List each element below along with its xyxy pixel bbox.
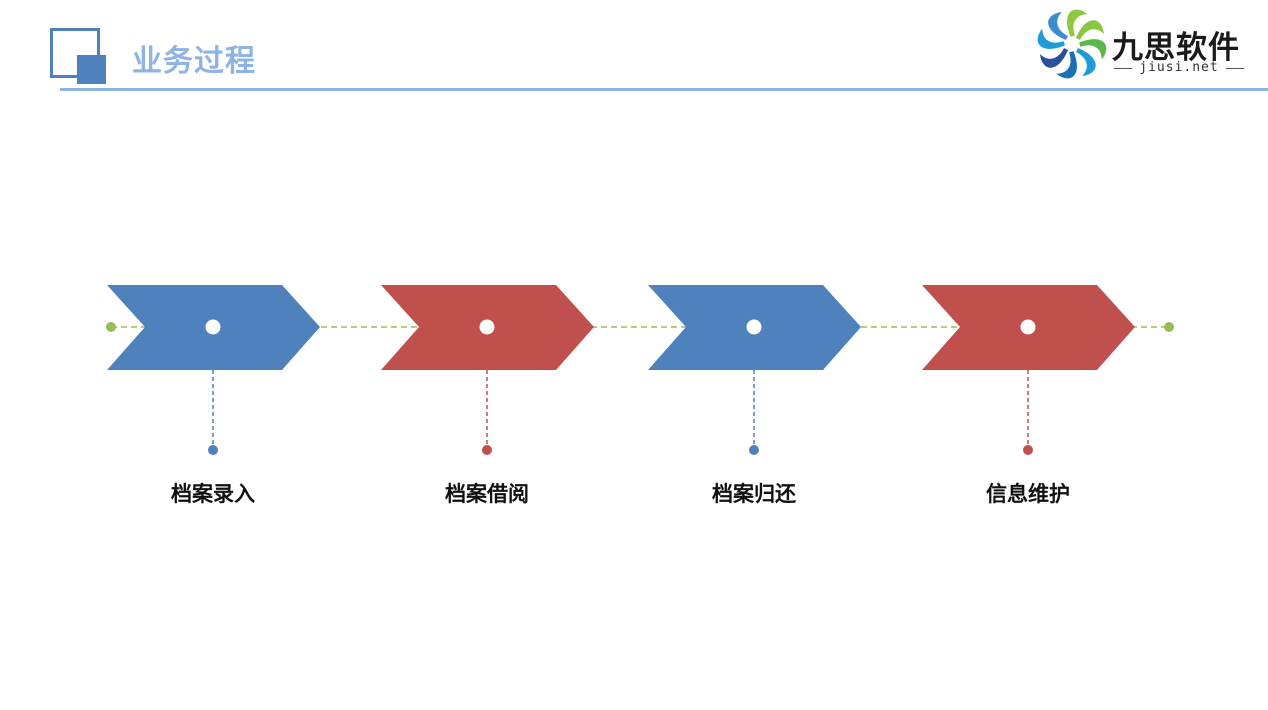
process-step-anchor-dot	[749, 445, 759, 455]
logo-domain: jiusi.net	[1114, 60, 1244, 75]
logo-blade	[1076, 48, 1096, 76]
title-deco-outline-square	[50, 28, 100, 78]
process-step-center-dot	[205, 319, 221, 335]
logo-blade	[1056, 51, 1077, 79]
logo-blade	[1079, 39, 1107, 60]
logo-blade	[1040, 48, 1068, 68]
process-step-anchor-dot	[208, 445, 218, 455]
page-title: 业务过程	[132, 44, 256, 79]
process-step-label: 信息维护	[986, 482, 1070, 506]
process-step-label: 档案借阅	[445, 482, 529, 506]
process-step-center-dot	[746, 319, 762, 335]
header-divider	[60, 88, 1268, 91]
logo-blade	[1076, 20, 1104, 40]
title-deco-filled-square	[77, 55, 106, 84]
title-decoration	[50, 28, 108, 86]
logo-blade	[1067, 9, 1088, 37]
process-step-anchor-dot	[1023, 445, 1033, 455]
process-step-center-dot	[479, 319, 495, 335]
process-step-anchor-dot	[482, 445, 492, 455]
process-step-center-dot	[1020, 319, 1036, 335]
logo-blade	[1048, 12, 1068, 40]
company-logo: 九思软件 jiusi.net	[1036, 8, 1246, 80]
flow-start-dot	[106, 322, 116, 332]
process-step-label: 档案录入	[171, 482, 255, 506]
pinwheel-logo-icon	[1037, 9, 1107, 79]
logo-blade	[1037, 28, 1065, 49]
process-step-label: 档案归还	[712, 482, 796, 506]
flow-end-dot	[1164, 322, 1174, 332]
logo-brand-name: 九思软件	[1112, 30, 1240, 66]
